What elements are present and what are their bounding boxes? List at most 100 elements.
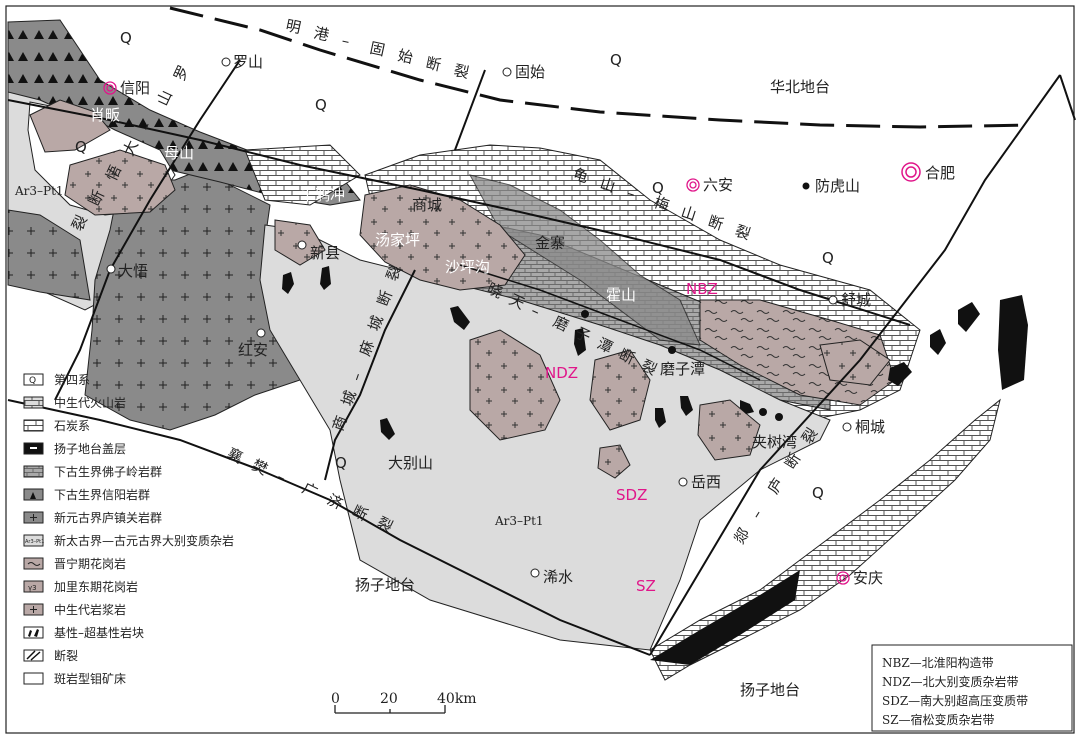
q-label: Q <box>315 96 327 114</box>
ultramafic-block <box>320 266 331 290</box>
porphyry-deposit-pattern-icon <box>23 672 44 685</box>
legend-item: 扬子地台盖层 <box>23 441 126 456</box>
fault-label-char: 山 <box>679 203 699 225</box>
town-symbol-icon <box>297 240 307 250</box>
zone-legend: NBZ—北淮阳构造带 NDZ—北大别变质杂岩带 SDZ—南大别超高压变质带 SZ… <box>871 644 1073 732</box>
feature-qianyachong: 千鸦冲 <box>300 186 345 204</box>
legend-label: 下古生界佛子岭岩群 <box>54 464 162 479</box>
fault-label-char: 断 <box>616 345 637 368</box>
q-symbol-icon <box>23 373 44 386</box>
granite-east <box>819 339 891 386</box>
legend-wave-mark <box>27 562 41 566</box>
legend-plus-mark <box>30 606 37 613</box>
q-label: Q <box>75 138 87 156</box>
scale-bar: 0 20 40km <box>331 691 477 714</box>
ultramafic-block <box>574 328 586 356</box>
q-label: Q <box>335 454 347 472</box>
zone-sdz: SDZ <box>616 486 647 504</box>
fault-label-char: 磨 <box>550 312 571 335</box>
zone-legend-box <box>871 644 1073 732</box>
ultramafic-dot <box>581 310 589 318</box>
feature-tangjiaping: 汤家坪 <box>375 231 420 249</box>
ultramafic-block <box>680 396 693 416</box>
legend-item: γ3 加里东期花岗岩 <box>23 579 138 594</box>
luoshan-dawu-fault <box>54 59 241 401</box>
basement-central-label: Ar3–Pt1 <box>494 514 544 528</box>
zone-legend-item: NBZ—北淮阳构造带 <box>882 655 994 670</box>
scale-tick-20: 20 <box>380 691 398 707</box>
town-symbol-icon <box>678 477 688 487</box>
place-dabieshan: 大别山 <box>388 454 433 472</box>
fault-label-char: 港 <box>312 24 330 45</box>
ultramafic-block <box>888 362 912 386</box>
xiaoyu-granite <box>29 99 111 153</box>
zone-ndz: NDZ <box>545 364 578 382</box>
legend-item: 新元古界庐镇关岩群 <box>23 510 162 525</box>
feature-shapinggou: 沙坪沟 <box>445 258 490 276</box>
legend-item: Q 第四系 <box>23 373 90 387</box>
legend-label: 中生代岩浆岩 <box>54 602 126 617</box>
q-label: Q <box>120 29 132 47</box>
place-mozitan: 磨子潭 <box>660 360 705 378</box>
ultramafic-dot <box>668 346 676 354</box>
region-yangtze-sw-label: 扬子地台 <box>355 576 415 594</box>
fault-label-char: 城 <box>338 388 360 408</box>
ultramafic-dot <box>759 408 767 416</box>
granite-ndz <box>469 329 561 441</box>
fault-label-char: 断 <box>349 502 370 525</box>
ultramafic-block <box>740 400 754 414</box>
place-fanghushan: 防虎山 <box>815 177 860 195</box>
legend-label: 新元古界庐镇关岩群 <box>54 510 162 525</box>
scale-tick-40: 40km <box>437 691 477 707</box>
place-hefei: 合肥 <box>925 164 955 182</box>
legend: Q 第四系 中生代火山岩 石炭系 扬子地台盖层 下古生界佛子岭岩群 下古生界信阳… <box>23 373 234 686</box>
fault-label-char: 罗 <box>170 62 193 83</box>
carboniferous-pattern-icon <box>23 419 44 432</box>
fault-symbol-icon <box>23 649 44 662</box>
place-jiashuwan: 夹树湾 <box>752 433 797 451</box>
fault-label-char: 梅 <box>652 193 672 215</box>
jinzhai-gray <box>469 174 701 346</box>
zone-sz: SZ <box>636 577 656 595</box>
legend-item: 基性–超基性岩块 <box>23 625 144 640</box>
place-shucheng: 舒城 <box>841 291 871 309</box>
fault-label-char: 城 <box>365 313 387 333</box>
fault-label-char: 断 <box>424 54 442 75</box>
legend-label: 晋宁期花岗岩 <box>54 556 126 571</box>
feature-mushan: 母山 <box>164 144 194 162</box>
legend-label: 中生代火山岩 <box>54 395 126 410</box>
dabie-complex <box>259 224 831 651</box>
fault-label-char: 裂 <box>638 356 659 379</box>
fault-label-char: 樊 <box>249 456 270 479</box>
legend-fault-mark <box>26 650 41 661</box>
city-symbol-icon <box>686 178 700 192</box>
legend-label: 斑岩型钼矿床 <box>54 671 126 686</box>
fault-label-char: 悟 <box>102 162 125 183</box>
city-symbol-icon <box>901 162 921 182</box>
legend-label: 扬子地台盖层 <box>54 441 126 456</box>
town-symbol-icon <box>502 67 512 77</box>
legend-q-mark: Q <box>29 376 36 386</box>
fault-label-char: 大 <box>119 137 142 158</box>
feature-huoshan: 霍山 <box>606 286 636 304</box>
legend-mini-ar-label: Ar3–Pt1 <box>25 539 44 545</box>
basement-west-label: Ar3–Pt1 <box>14 184 64 198</box>
scale-tick-0: 0 <box>331 691 340 707</box>
xiangfan-guangji-fault <box>7 399 651 656</box>
fault-label-char: 商 <box>329 413 351 433</box>
q-label: Q <box>822 249 834 267</box>
legend-label: 石炭系 <box>54 419 90 433</box>
granite-west <box>64 149 176 216</box>
fault-label-char: 广 <box>299 479 320 502</box>
yangtze-cover-strip <box>650 570 800 665</box>
fault-label-char: 始 <box>396 46 414 67</box>
place-yuexi: 岳西 <box>691 473 721 491</box>
minggang-gushi-fault <box>169 6 1031 129</box>
place-xinxian: 新县 <box>310 244 340 262</box>
legend-label: 新太古界—古元古界大别变质杂岩 <box>54 533 234 548</box>
carboniferous-north-west <box>244 144 361 206</box>
fault-label-char: 麻 <box>356 338 378 358</box>
fault-label-char: 山 <box>153 87 176 108</box>
place-xishui: 浠水 <box>543 568 573 586</box>
